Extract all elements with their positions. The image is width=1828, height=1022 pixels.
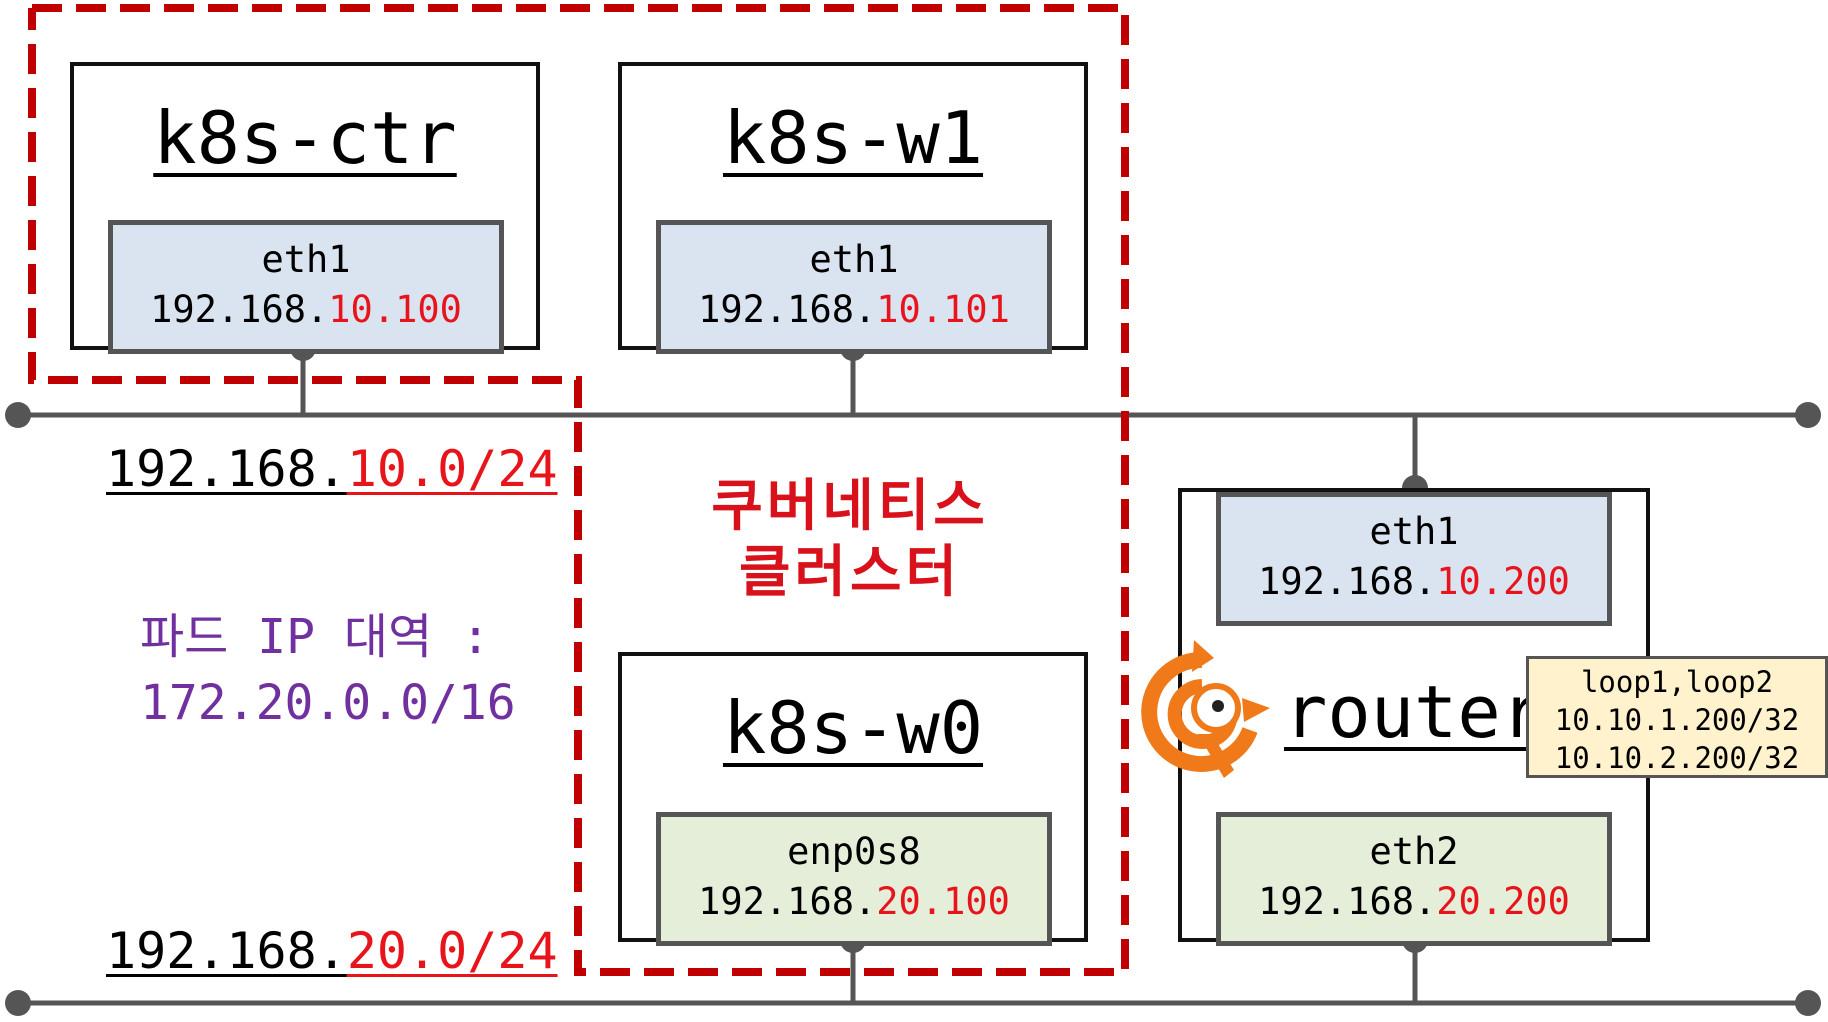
iface-ip: 192.168.20.200	[1258, 880, 1570, 923]
bus-20-right-end	[1795, 990, 1821, 1016]
cluster-boundary	[28, 4, 1129, 976]
pod-cidr-label: 파드 IP 대역 : 172.20.0.0/16	[140, 604, 560, 736]
iface-name: eth1	[1369, 510, 1459, 553]
host-title-k8s-w1: k8s-w1	[722, 96, 984, 180]
iface-ctr-eth1: eth1 192.168.10.100	[108, 220, 504, 354]
loop-addr-2: 10.10.2.200/32	[1554, 741, 1800, 775]
iface-name: eth1	[261, 238, 351, 281]
pod-cidr-line1: 파드 IP 대역 :	[140, 609, 491, 665]
iface-ip: 192.168.10.200	[1258, 560, 1570, 603]
iface-w1-eth1: eth1 192.168.10.101	[656, 220, 1052, 354]
cluster-label-line2: 클러스터	[738, 540, 962, 605]
host-title-k8s-ctr: k8s-ctr	[153, 96, 457, 180]
host-k8s-w1: k8s-w1 eth1 192.168.10.101	[618, 62, 1088, 354]
router-label: router	[1284, 670, 1545, 754]
iface-name: enp0s8	[787, 830, 921, 873]
network-label-20: 192.168.20.0/24	[106, 922, 558, 980]
host-k8s-w0: k8s-w0 enp0s8 192.168.20.100	[618, 652, 1088, 946]
host-title-k8s-w0: k8s-w0	[722, 686, 984, 770]
bus-20-left-end	[5, 990, 31, 1016]
loop-addr-1: 10.10.1.200/32	[1554, 703, 1800, 737]
cluster-label-line1: 쿠버네티스	[711, 474, 989, 539]
cluster-label: 쿠버네티스 클러스터	[640, 474, 1060, 606]
iface-router-eth1: eth1 192.168.10.200	[1216, 492, 1612, 626]
iface-name: eth1	[809, 238, 899, 281]
bus-10-left-end	[5, 402, 31, 428]
iface-w0-enp0s8: enp0s8 192.168.20.100	[656, 812, 1052, 946]
network-label-10: 192.168.10.0/24	[106, 440, 558, 498]
iface-ip: 192.168.20.100	[698, 880, 1010, 923]
bus-10-right-end	[1795, 402, 1821, 428]
frr-router-logo-icon	[1141, 640, 1270, 778]
loopback-box: loop1,loop2 10.10.1.200/32 10.10.2.200/3…	[1526, 656, 1828, 778]
loop-title: loop1,loop2	[1580, 665, 1774, 699]
iface-ip: 192.168.10.100	[150, 288, 462, 331]
host-k8s-ctr: k8s-ctr eth1 192.168.10.100	[70, 62, 540, 354]
iface-name: eth2	[1369, 830, 1459, 873]
iface-router-eth2: eth2 192.168.20.200	[1216, 812, 1612, 946]
iface-ip: 192.168.10.101	[698, 288, 1010, 331]
pod-cidr-line2: 172.20.0.0/16	[140, 675, 516, 731]
